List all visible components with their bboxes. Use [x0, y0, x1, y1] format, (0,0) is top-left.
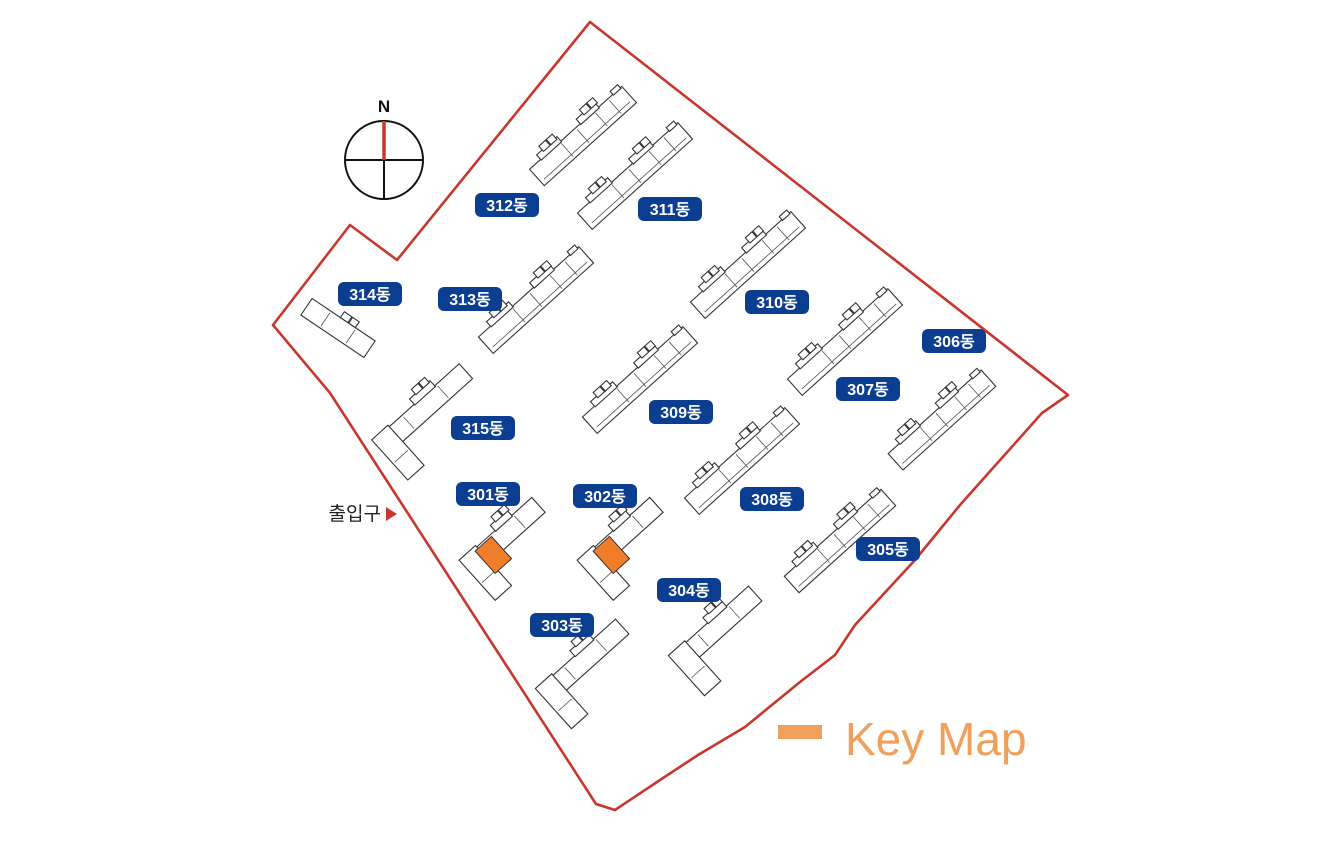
building-314[interactable] [300, 293, 379, 359]
building-315[interactable] [364, 354, 494, 481]
entrance-arrow-icon [386, 507, 397, 521]
label-text: 313동 [449, 291, 491, 309]
label-text: 311동 [650, 201, 691, 219]
label-badge [451, 416, 515, 440]
building-label-301[interactable]: 301동 [456, 482, 520, 506]
highlighted-unit [474, 535, 513, 575]
label-badge [573, 484, 637, 508]
label-text: 308동 [751, 491, 793, 509]
site-boundary [271, 20, 1070, 812]
building-312[interactable] [522, 78, 638, 187]
label-text: 310동 [756, 294, 798, 312]
label-badge [836, 377, 900, 401]
building-label-312[interactable]: 312동 [475, 193, 539, 217]
building-label-304[interactable]: 304동 [657, 578, 721, 602]
building-label-308[interactable]: 308동 [740, 487, 804, 511]
label-badge [657, 578, 721, 602]
highlighted-unit [592, 535, 631, 575]
building-308[interactable] [677, 399, 801, 516]
legend-swatch [778, 725, 822, 739]
building-304[interactable] [661, 576, 783, 697]
building-306[interactable] [881, 362, 997, 471]
buildings-layer [300, 78, 997, 730]
label-text: 312동 [486, 197, 528, 215]
building-label-302[interactable]: 302동 [573, 484, 637, 508]
building-305[interactable] [777, 481, 897, 594]
label-text: 315동 [462, 420, 504, 438]
label-badge [530, 613, 594, 637]
building-label-310[interactable]: 310동 [745, 290, 809, 314]
building-label-309[interactable]: 309동 [649, 400, 713, 424]
building-label-313[interactable]: 313동 [438, 287, 502, 311]
building-label-315[interactable]: 315동 [451, 416, 515, 440]
label-text: 302동 [584, 488, 626, 506]
building-303[interactable] [528, 609, 650, 730]
label-badge [475, 193, 539, 217]
label-badge [922, 329, 986, 353]
label-text: 307동 [847, 381, 889, 399]
legend-label: Key Map [845, 713, 1027, 765]
label-badge [649, 400, 713, 424]
label-text: 304동 [668, 582, 710, 600]
label-badge [438, 287, 502, 311]
label-text: 314동 [349, 286, 391, 304]
building-309[interactable] [575, 318, 699, 435]
north-label: N [378, 97, 390, 116]
building-label-305[interactable]: 305동 [856, 537, 920, 561]
building-label-306[interactable]: 306동 [922, 329, 986, 353]
label-badge [740, 487, 804, 511]
label-text: 303동 [541, 617, 583, 635]
legend: Key Map [778, 713, 1027, 765]
building-label-311[interactable]: 311동 [638, 197, 702, 221]
building-307[interactable] [780, 280, 904, 397]
label-badge [338, 282, 402, 306]
label-text: 305동 [867, 541, 909, 559]
label-badge [456, 482, 520, 506]
building-label-314[interactable]: 314동 [338, 282, 402, 306]
building-311[interactable] [570, 114, 694, 231]
building-label-303[interactable]: 303동 [530, 613, 594, 637]
label-text: 306동 [933, 333, 975, 351]
labels-layer: 312동 311동 314동 313동 310동 306동 307동 315동 309동 301동… [338, 193, 986, 637]
entrance-marker: 출입구 [329, 503, 397, 525]
label-badge [856, 537, 920, 561]
label-badge [745, 290, 809, 314]
north-compass: N [344, 97, 424, 200]
label-text: 301동 [467, 486, 509, 504]
building-301[interactable] [452, 488, 567, 602]
building-label-307[interactable]: 307동 [836, 377, 900, 401]
building-310[interactable] [683, 203, 807, 320]
label-text: 309동 [660, 404, 702, 422]
entrance-label: 출입구 [329, 503, 381, 525]
label-badge [638, 197, 702, 221]
